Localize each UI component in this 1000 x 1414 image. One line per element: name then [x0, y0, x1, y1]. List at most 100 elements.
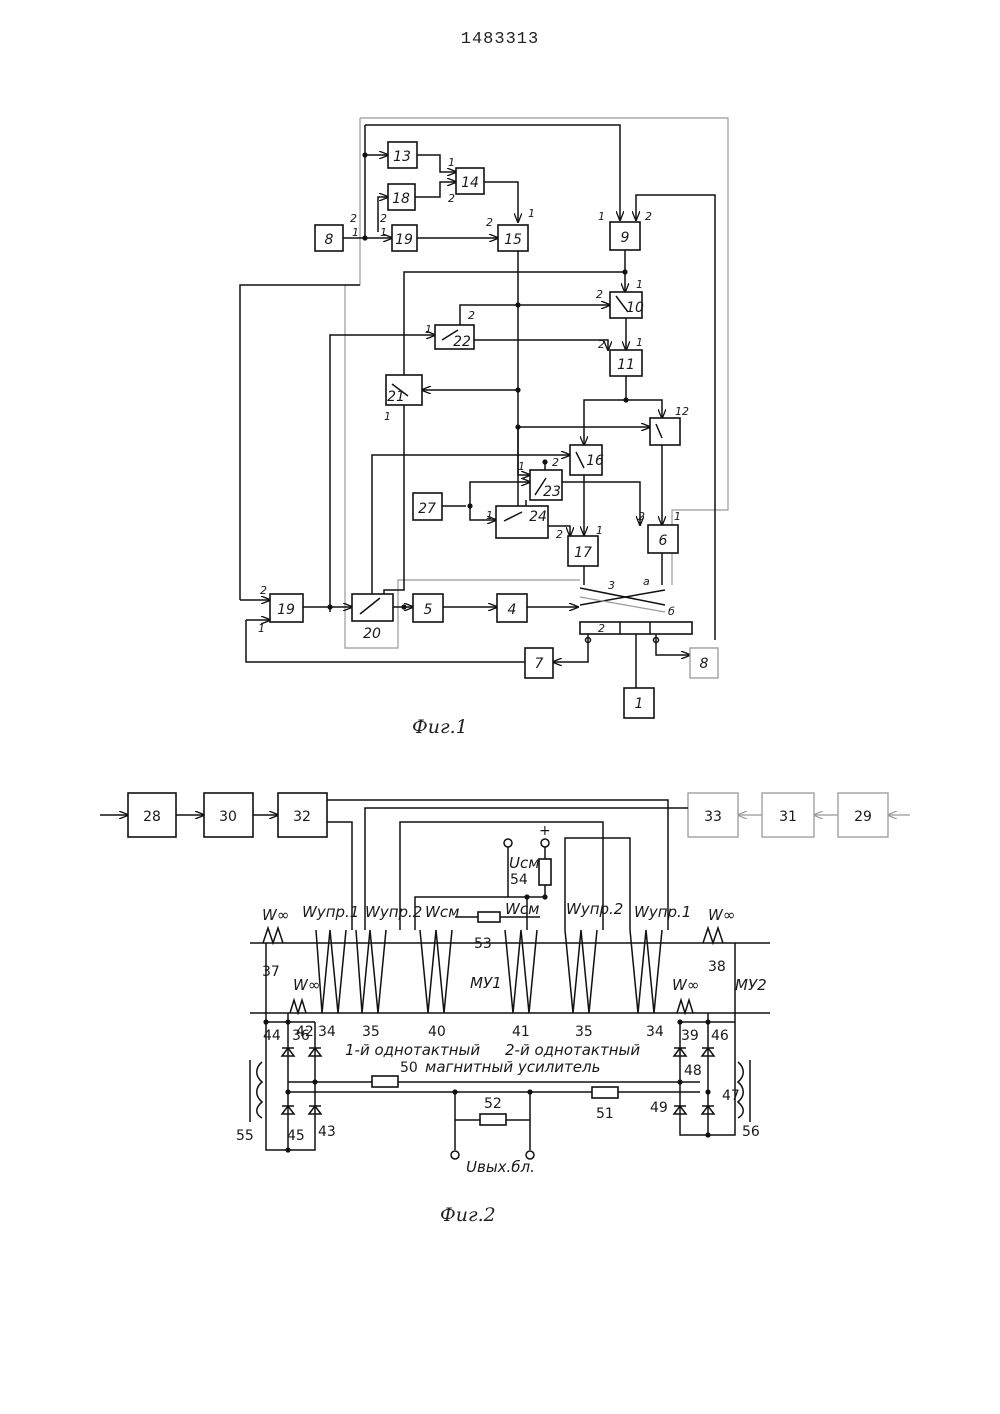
svg-text:48: 48 [684, 1063, 702, 1079]
svg-text:19: 19 [277, 602, 295, 618]
fig1-block-4: 4 [497, 594, 527, 622]
svg-text:23: 23 [543, 484, 561, 500]
svg-text:1: 1 [352, 226, 359, 239]
amp-common-text: магнитный усилитель [425, 1058, 600, 1076]
svg-text:35: 35 [362, 1024, 380, 1040]
svg-text:6: 6 [659, 533, 668, 549]
svg-text:17: 17 [574, 545, 592, 561]
fig2-block-33: 33 [688, 793, 738, 837]
svg-text:1: 1 [425, 323, 432, 336]
svg-text:34: 34 [318, 1024, 336, 1040]
u-sm-label: Uсм [509, 854, 540, 872]
svg-text:49: 49 [650, 1100, 668, 1116]
svg-text:2: 2 [468, 309, 475, 322]
w-sm-right: Wсм [505, 900, 539, 918]
svg-text:45: 45 [287, 1128, 305, 1144]
fig1-block-26: 24 [496, 506, 548, 538]
fig1-block-19: 17 [568, 536, 598, 566]
svg-text:1: 1 [384, 410, 391, 423]
svg-text:1: 1 [596, 524, 603, 537]
svg-text:54: 54 [510, 872, 528, 888]
w-inf-right-bottom: W∞ [672, 976, 699, 994]
w-inf-right-top: W∞ [708, 906, 735, 924]
svg-text:40: 40 [428, 1024, 446, 1040]
w-inf-left-bottom: W∞ [293, 976, 320, 994]
w-upr2-left: Wупр.2 [365, 903, 422, 921]
svg-text:2: 2 [350, 212, 357, 225]
fig1-block-25: 23 [530, 470, 562, 500]
svg-text:30: 30 [219, 809, 237, 825]
fig1-block-13: 11 [610, 350, 642, 376]
fig1-block-6: 6 [648, 525, 678, 553]
fig2-block-30: 30 [204, 793, 253, 837]
svg-text:42: 42 [296, 1024, 314, 1040]
svg-text:2: 2 [486, 216, 493, 229]
fig1-block-20: 18 [388, 184, 415, 210]
fig1-block-14: 12 [650, 405, 689, 445]
fig1-block-11: 9 [610, 222, 640, 250]
svg-text:2: 2 [598, 338, 605, 351]
svg-text:10: 10 [626, 300, 644, 316]
svg-text:1: 1 [258, 622, 265, 635]
fig1-block-10: 8 [315, 225, 343, 251]
svg-text:52: 52 [484, 1096, 502, 1112]
w-sm-left: Wсм [425, 903, 459, 921]
svg-text:2: 2 [552, 456, 559, 469]
svg-text:33: 33 [704, 809, 722, 825]
figure-2-amplifier-schematic: 28 30 32 33 31 29 [100, 793, 910, 1176]
svg-text:53: 53 [474, 936, 492, 952]
svg-text:38: 38 [708, 959, 726, 975]
svg-text:2: 2 [645, 210, 652, 223]
fig1-block-9: 19 [270, 594, 303, 622]
fig1-block-7: 7 [525, 648, 553, 678]
fig1-block-27: 27 [413, 493, 442, 520]
svg-text:32: 32 [293, 809, 311, 825]
fig1-block-17: 15 [498, 225, 528, 251]
plate-label-a: а [643, 575, 650, 588]
figure-2-caption: Фиг.2 [440, 1204, 496, 1226]
svg-text:24: 24 [529, 509, 547, 525]
plate-label-2: 2 [598, 622, 605, 635]
svg-text:51: 51 [596, 1106, 614, 1122]
svg-text:7: 7 [535, 656, 544, 672]
figure-1-block-diagram: 13 14 18 8 19 15 9 10 22 11 21 12 16 23 … [240, 118, 728, 718]
svg-text:13: 13 [393, 149, 411, 165]
svg-text:1: 1 [518, 460, 525, 473]
plus-sign: + [539, 823, 551, 839]
w-upr1-left: Wупр.1 [302, 903, 359, 921]
svg-text:4: 4 [508, 602, 517, 618]
svg-text:11: 11 [617, 357, 635, 373]
svg-text:1: 1 [380, 226, 387, 239]
fig1-block-21: 19 [392, 225, 417, 251]
fig1-block-24: 22 [435, 325, 474, 350]
svg-text:2: 2 [380, 212, 387, 225]
svg-text:35: 35 [575, 1024, 593, 1040]
fig1-block-15: 13 [388, 142, 417, 168]
svg-text:47: 47 [722, 1088, 740, 1104]
svg-text:1: 1 [598, 210, 605, 223]
svg-text:43: 43 [318, 1124, 336, 1140]
svg-text:56: 56 [742, 1124, 760, 1140]
figure-1-caption: Фиг.1 [412, 716, 468, 738]
svg-text:1: 1 [528, 207, 535, 220]
svg-text:2: 2 [448, 192, 455, 205]
w-upr2-right: Wупр.2 [566, 900, 623, 918]
fig1-block-18: 16 [570, 445, 604, 475]
plate-label-3: 3 [608, 579, 615, 592]
fig1-block-23: 21 [386, 375, 422, 405]
svg-text:1: 1 [448, 156, 455, 169]
svg-text:1: 1 [674, 510, 681, 523]
fig1-block-5: 5 [413, 594, 443, 622]
svg-text:1: 1 [486, 509, 493, 522]
fig2-block-31: 31 [762, 793, 814, 837]
plate-label-b: б [668, 605, 675, 618]
amp2-text: 2-й однотактный [505, 1041, 640, 1059]
svg-text:12: 12 [675, 405, 689, 418]
svg-text:34: 34 [646, 1024, 664, 1040]
svg-text:50: 50 [400, 1060, 418, 1076]
svg-text:2: 2 [596, 288, 603, 301]
svg-text:14: 14 [461, 175, 479, 191]
amp1-text: 1-й однотактный [345, 1041, 480, 1059]
